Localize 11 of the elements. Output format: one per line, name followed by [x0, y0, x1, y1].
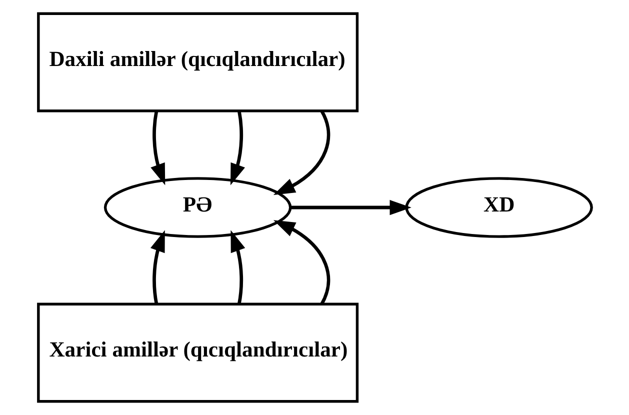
arrow: [272, 220, 330, 305]
node-box: Daxili amillər (qıcıqlandırıcılar): [36, 12, 358, 112]
arrow: [272, 110, 330, 195]
arrow: [150, 110, 165, 186]
arrow: [290, 200, 411, 216]
arrow: [150, 230, 164, 304]
arrow: [230, 230, 245, 304]
arrow: [230, 110, 244, 186]
node-ellipse: PƏ: [103, 177, 292, 238]
node-box: Xarici amillər (qıcıqlandırıcılar): [36, 302, 358, 403]
node-ellipse: XD: [404, 177, 592, 238]
